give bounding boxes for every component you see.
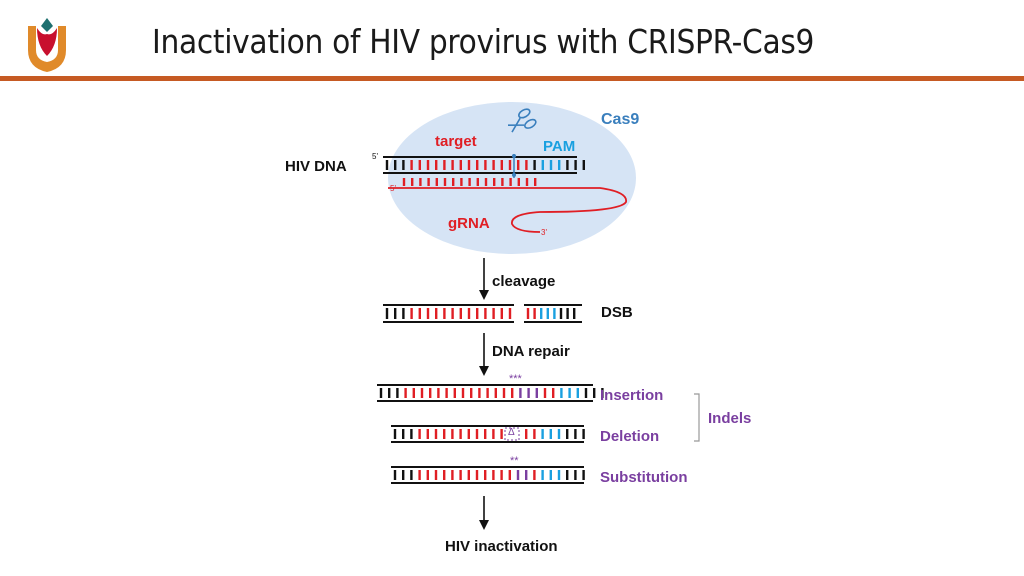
grna-tail xyxy=(388,187,627,233)
university-logo-icon xyxy=(24,16,70,79)
dsb-label: DSB xyxy=(601,304,633,321)
deletion-label: Deletion xyxy=(600,428,660,445)
cleavage-label: cleavage xyxy=(492,273,556,290)
five-prime-grna: 5' xyxy=(390,184,396,193)
hiv-dna-label: HIV DNA xyxy=(285,158,347,175)
arrow-outcome xyxy=(479,496,489,530)
cas9-label: Cas9 xyxy=(601,111,640,128)
five-prime-top: 5' xyxy=(372,152,378,161)
hiv-inactivation-label: HIV inactivation xyxy=(445,538,558,555)
indels-bracket xyxy=(694,393,700,442)
insertion-dna xyxy=(377,384,604,402)
grna-bases xyxy=(402,178,537,186)
substitution-label: Substitution xyxy=(600,469,688,486)
deletion-mark: Δ xyxy=(508,427,515,438)
pam-label: PAM xyxy=(543,138,576,155)
substitution-dna xyxy=(391,466,585,484)
hiv-dna-bases xyxy=(385,160,585,170)
header-divider xyxy=(0,76,1024,81)
deletion-dna xyxy=(391,425,585,443)
insertion-marks: *** xyxy=(509,373,522,385)
indels-label: Indels xyxy=(708,410,752,427)
cas9-complex xyxy=(388,102,636,254)
substitution-marks: ** xyxy=(510,455,519,467)
arrow-repair xyxy=(479,333,489,376)
grna-label: gRNA xyxy=(448,215,490,232)
page-title: Inactivation of HIV provirus with CRISPR… xyxy=(152,22,815,61)
scissors-icon xyxy=(507,108,537,133)
arrow-cleavage xyxy=(479,258,489,300)
three-prime-grna: 3' xyxy=(541,228,547,237)
dna-repair-label: DNA repair xyxy=(492,343,570,360)
insertion-label: Insertion xyxy=(600,387,664,404)
target-label: target xyxy=(435,133,477,150)
dsb-fragments xyxy=(383,304,582,323)
